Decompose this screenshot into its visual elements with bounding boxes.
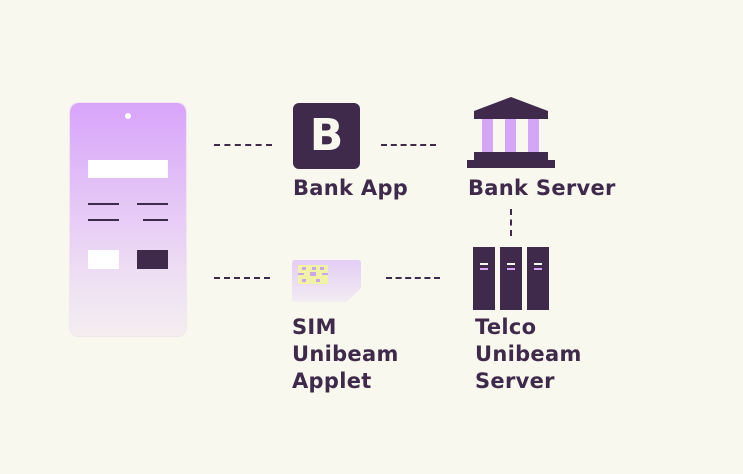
phone-button-dark xyxy=(137,250,168,269)
phone-camera xyxy=(125,113,131,119)
connector-phone-bankapp xyxy=(214,144,272,146)
sim-label-line: Unibeam xyxy=(292,342,399,366)
sim-label-line: SIM xyxy=(292,315,337,339)
sim-label-line: Applet xyxy=(292,369,372,393)
phone-illustration xyxy=(70,103,186,336)
phone-text-line xyxy=(137,203,168,205)
phone-text-line xyxy=(88,203,119,205)
bank-app-label: Bank App xyxy=(293,176,409,200)
bank-app-icon: B xyxy=(293,103,360,169)
phone-text-line xyxy=(88,219,119,221)
connector-bankserver-telco xyxy=(510,209,512,236)
phone-button-light xyxy=(88,250,119,269)
phone-text-line xyxy=(143,219,168,221)
connector-phone-sim xyxy=(214,277,270,279)
telco-label-line: Server xyxy=(475,369,555,393)
telco-server-label: Telco Unibeam Server xyxy=(475,314,582,395)
connector-sim-telco xyxy=(386,277,440,279)
telco-label-line: Unibeam xyxy=(475,342,582,366)
connector-bankapp-bankserver xyxy=(381,144,436,146)
phone-header-bar xyxy=(88,160,168,178)
sim-applet-label: SIM Unibeam Applet xyxy=(292,314,399,395)
sim-card-icon xyxy=(292,260,361,302)
bank-building-icon xyxy=(467,97,555,168)
bank-server-label: Bank Server xyxy=(468,176,616,200)
telco-label-line: Telco xyxy=(475,315,537,339)
